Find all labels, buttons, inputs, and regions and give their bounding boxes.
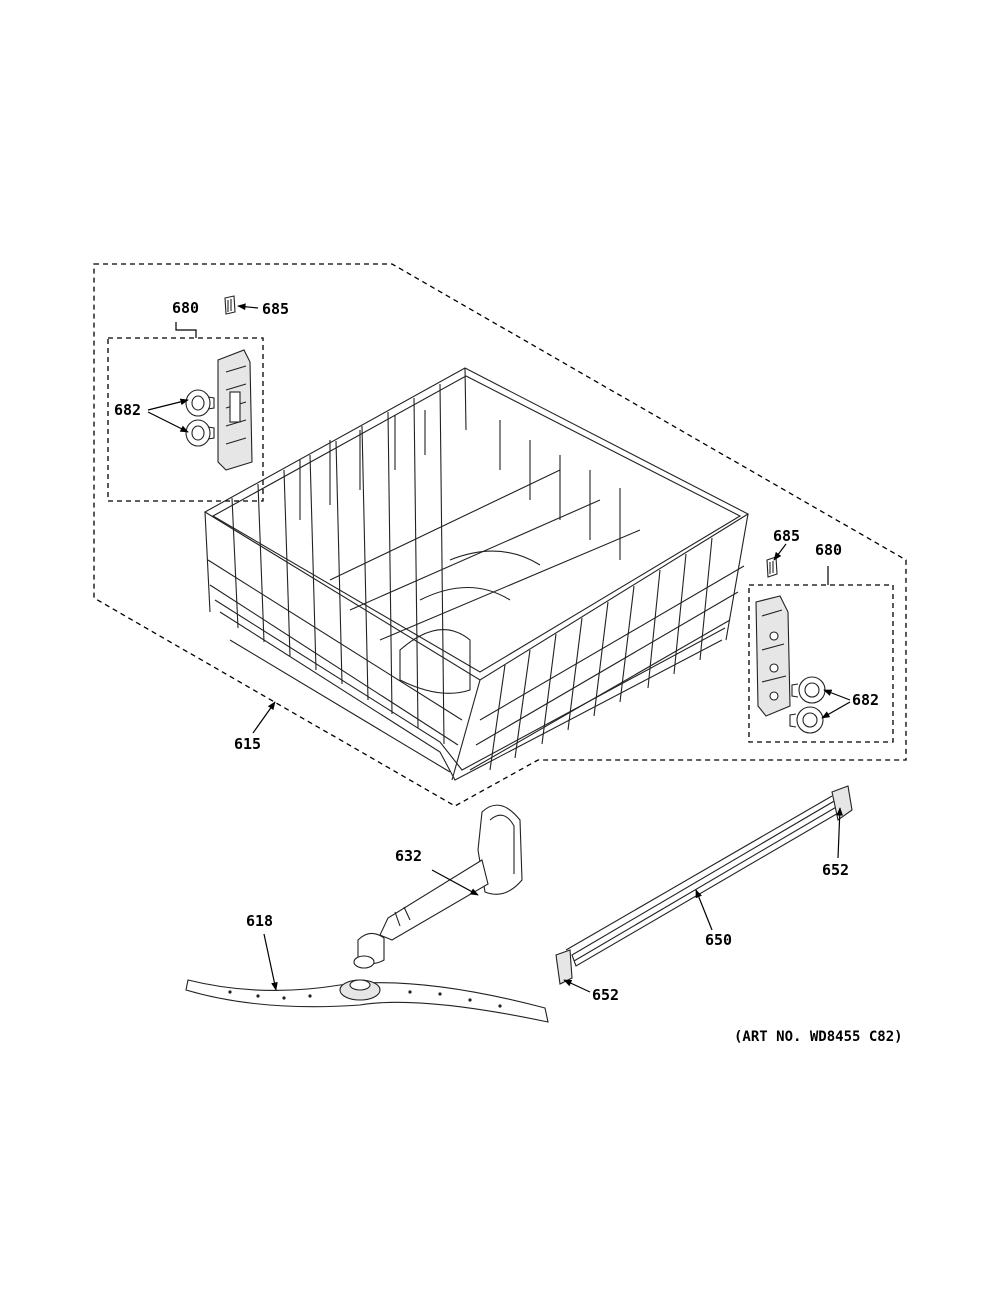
callout-650: 650 (705, 931, 732, 949)
right-subassembly-box (748, 584, 894, 743)
right-rack-adjuster (755, 595, 791, 717)
callout-685-left: 685 (262, 300, 289, 318)
callout-615: 615 (234, 735, 261, 753)
callout-652-bottom: 652 (592, 986, 619, 1004)
callout-682-left: 682 (114, 401, 141, 419)
leader-lines (147, 303, 851, 993)
callout-680-left: 680 (172, 299, 199, 317)
assembly-boundary (93, 263, 907, 807)
callout-652-top: 652 (822, 861, 849, 879)
left-rack-wheels (185, 389, 215, 447)
left-clip (224, 295, 236, 315)
left-subassembly-box (107, 337, 264, 502)
lower-spray-arm (185, 979, 549, 1023)
callout-682-right: 682 (852, 691, 879, 709)
callout-618: 618 (246, 912, 273, 930)
rail-end-cap-bottom (555, 949, 573, 985)
spray-arm-feed-tube (353, 804, 523, 969)
callout-680-right: 680 (815, 541, 842, 559)
callout-632: 632 (395, 847, 422, 865)
right-clip (766, 556, 778, 578)
left-rack-adjuster (217, 349, 253, 471)
rack-slide-rail (565, 795, 841, 967)
callout-685-right: 685 (773, 527, 800, 545)
right-rack-wheels (789, 676, 826, 734)
art-number: (ART NO. WD8455 C82) (734, 1029, 903, 1045)
upper-rack (203, 367, 750, 781)
